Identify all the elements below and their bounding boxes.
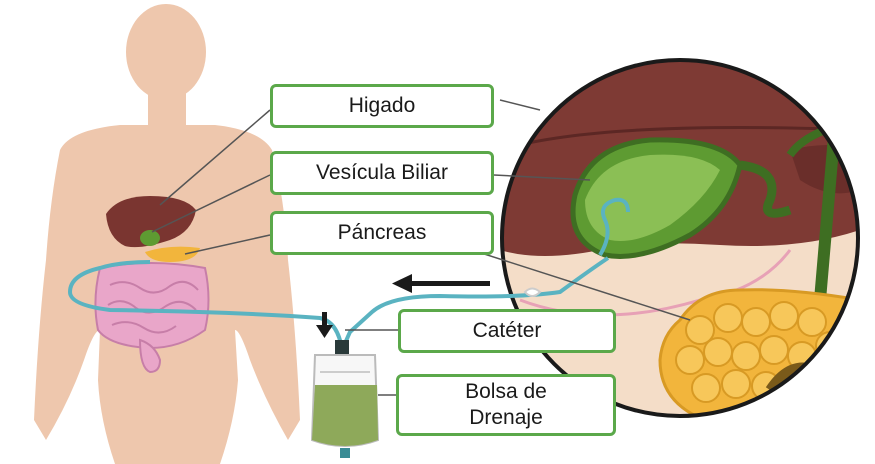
- head: [126, 4, 206, 100]
- label-liver: Higado: [270, 84, 494, 128]
- label-gallbladder: Vesícula Biliar: [270, 151, 494, 195]
- small-gallbladder: [140, 230, 160, 246]
- catheter-clamp: [525, 289, 540, 297]
- neck: [148, 92, 186, 128]
- flow-arrow-left: [392, 274, 490, 293]
- label-pancreas: Páncreas: [270, 211, 494, 255]
- label-drainage-bag-line2: Drenaje: [469, 405, 543, 431]
- label-drainage-bag-line1: Bolsa de: [465, 379, 547, 405]
- label-drainage-bag: Bolsa de Drenaje: [396, 374, 616, 436]
- label-catheter: Catéter: [398, 309, 616, 353]
- drainage-bag: [312, 340, 378, 458]
